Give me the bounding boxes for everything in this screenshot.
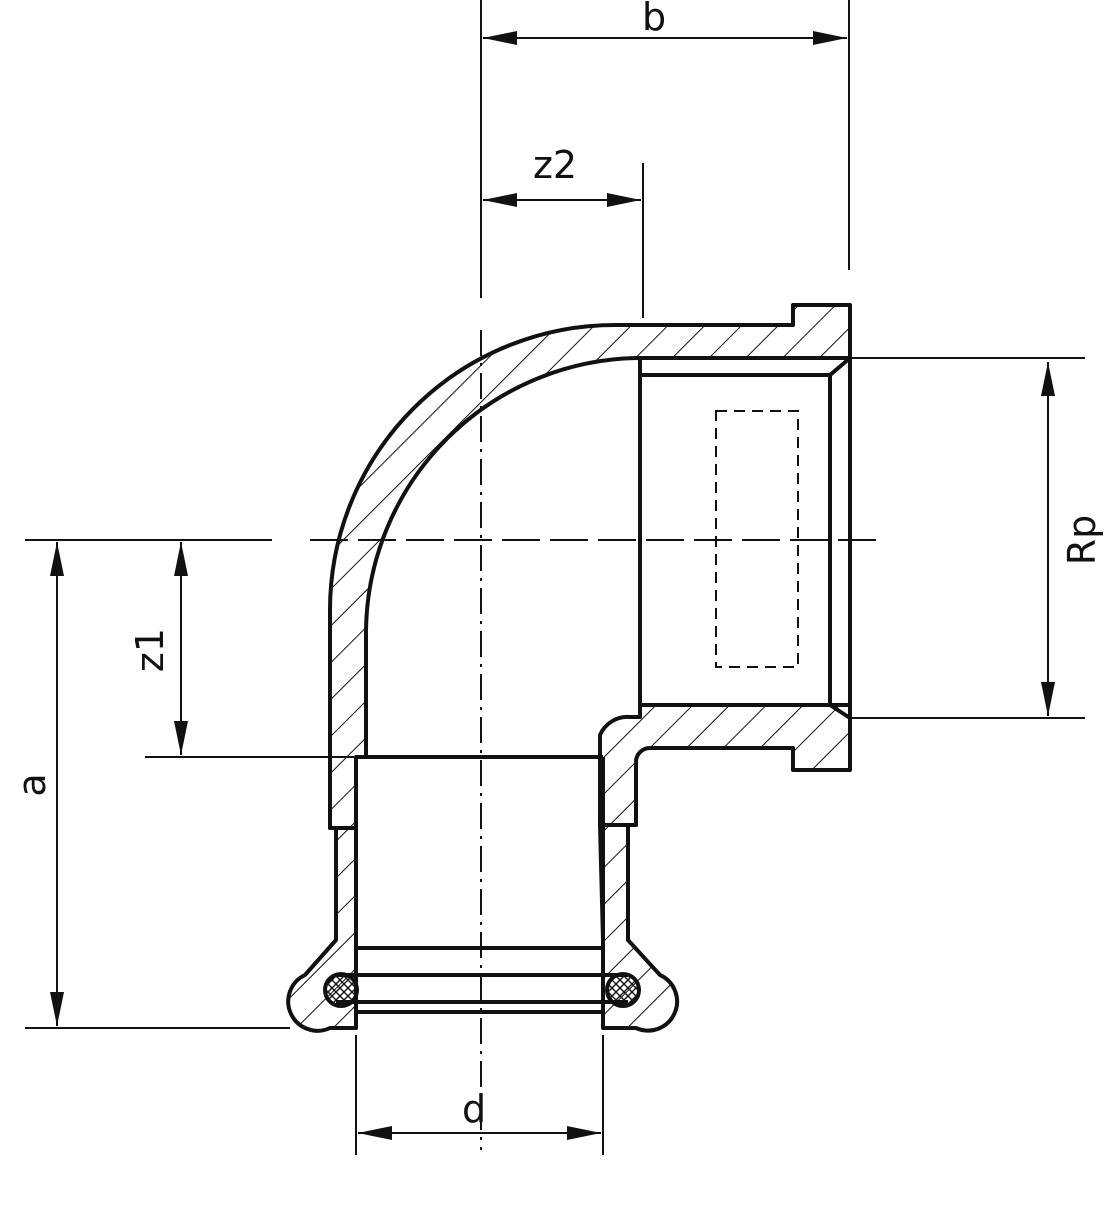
label-rp: Rp: [1060, 515, 1104, 566]
thread-section-lower: [598, 703, 852, 827]
oring-left: [323, 972, 359, 1008]
elbow-wall-section: [328, 303, 852, 830]
label-z1: z1: [128, 628, 172, 672]
label-b: b: [642, 0, 666, 39]
oring-right: [605, 972, 641, 1008]
label-z2: z2: [533, 143, 577, 187]
fitting-body: [286, 303, 852, 1033]
center-lines: [310, 330, 885, 1150]
label-a: a: [10, 773, 54, 796]
extension-lines: [25, 0, 1085, 1155]
label-d: d: [462, 1087, 486, 1131]
dimension-lines: [50, 30, 1055, 1140]
